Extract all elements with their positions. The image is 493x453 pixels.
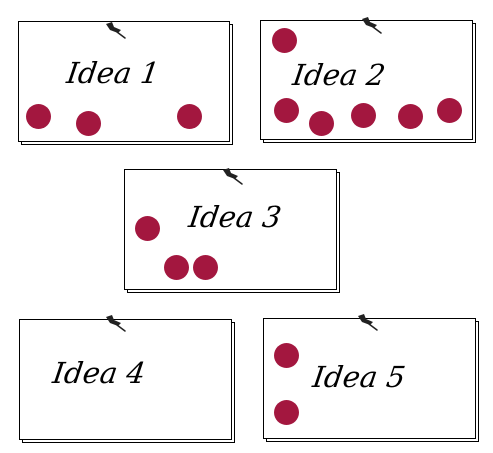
idea-card-title: Idea 5	[310, 360, 408, 394]
idea-card-title: Idea 3	[186, 200, 284, 234]
idea-card-1[interactable]: Idea 1	[18, 21, 230, 142]
vote-dot	[274, 343, 299, 368]
vote-dot	[76, 111, 101, 136]
idea-card-2[interactable]: Idea 2	[260, 20, 473, 140]
idea-card-3[interactable]: Idea 3	[124, 169, 337, 290]
vote-dot	[274, 400, 299, 425]
vote-dot	[274, 98, 299, 123]
vote-dot	[26, 104, 51, 129]
vote-dot	[135, 216, 160, 241]
idea-card-5[interactable]: Idea 5	[263, 318, 476, 439]
pushpin-icon	[223, 168, 243, 185]
pushpin-icon	[358, 314, 378, 331]
pushpin-icon	[362, 17, 382, 34]
vote-dot	[193, 255, 218, 280]
idea-card-title: Idea 2	[290, 58, 388, 92]
vote-dot	[177, 104, 202, 129]
pushpin-icon	[106, 22, 126, 39]
pushpin-icon	[106, 315, 126, 332]
vote-dot	[398, 104, 423, 129]
vote-dot	[272, 28, 297, 53]
idea-card-title: Idea 1	[64, 56, 162, 90]
vote-dot	[351, 103, 376, 128]
vote-dot	[437, 98, 462, 123]
vote-dot	[309, 111, 334, 136]
idea-card-title: Idea 4	[50, 356, 148, 390]
idea-card-4[interactable]: Idea 4	[19, 319, 232, 440]
vote-dot	[164, 255, 189, 280]
